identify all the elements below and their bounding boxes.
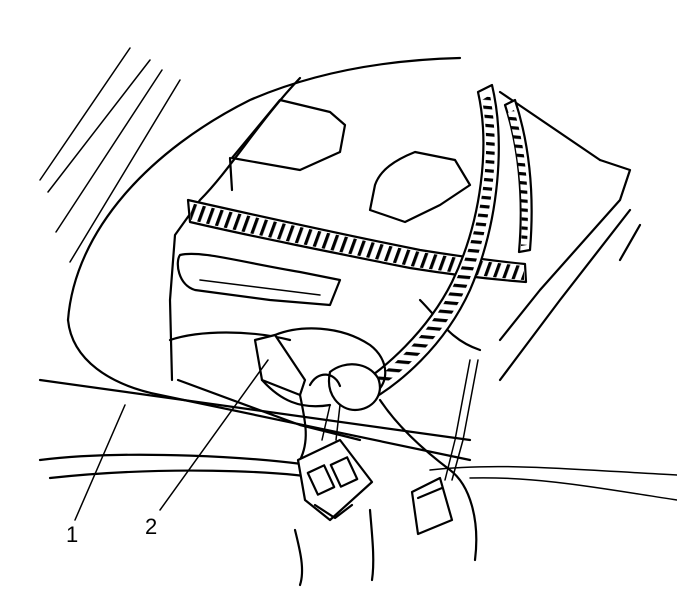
callout-label-2: 2 <box>145 514 158 539</box>
leader-lines <box>74 359 269 521</box>
leader-line-1 <box>74 404 126 521</box>
secondary-connector <box>410 359 479 536</box>
headliner-panel <box>38 56 677 501</box>
hand <box>293 393 478 587</box>
callout-label-1: 1 <box>66 522 79 547</box>
windshield-lines <box>39 47 181 263</box>
leader-line-2 <box>159 359 269 511</box>
connector-clip <box>253 327 387 412</box>
horizontal-harness <box>186 198 528 284</box>
main-connector <box>296 404 374 522</box>
